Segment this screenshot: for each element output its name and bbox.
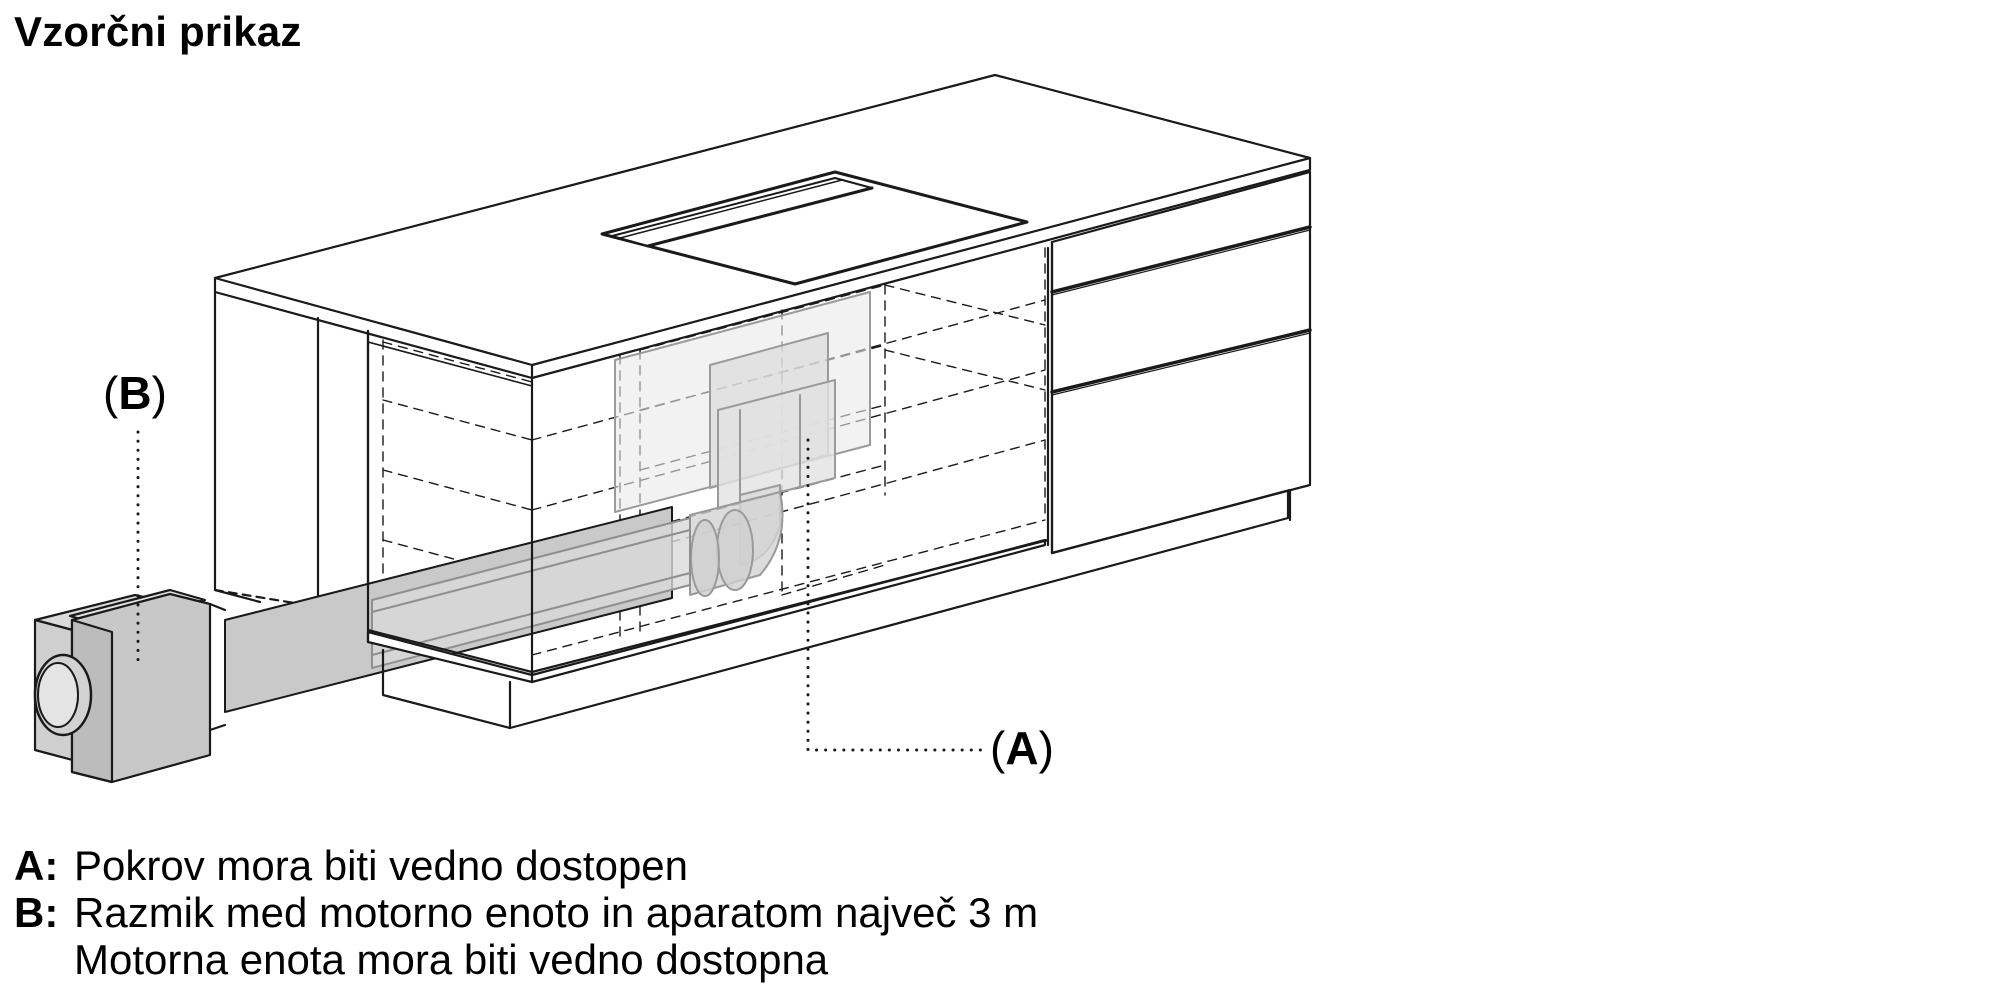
legend-text: Razmik med motorno enoto in aparatom naj… bbox=[74, 889, 1039, 936]
legend-key: B: bbox=[14, 889, 59, 936]
legend: A: Pokrov mora biti vedno dostopen B: Ra… bbox=[14, 842, 1038, 983]
callout-a-leader bbox=[806, 438, 987, 752]
flat-duct bbox=[224, 506, 691, 713]
cabinet-front-frame bbox=[366, 329, 1050, 684]
legend-item-b-continued: Motorna enota mora biti vedno dostopna bbox=[14, 936, 1038, 983]
legend-item-b: B: Razmik med motorno enoto in aparatom … bbox=[14, 889, 1038, 936]
legend-key: A: bbox=[14, 842, 59, 889]
left-end-panel bbox=[213, 290, 370, 617]
legend-item-a: A: Pokrov mora biti vedno dostopen bbox=[14, 842, 1038, 889]
motor-unit bbox=[33, 588, 227, 784]
legend-text: Pokrov mora biti vedno dostopen bbox=[74, 842, 689, 889]
page-title: Vzorčni prikaz bbox=[14, 8, 302, 55]
cooktop bbox=[600, 170, 1029, 286]
downdraft-unit-ghost bbox=[614, 291, 871, 597]
drawer-cabinet bbox=[1046, 170, 1312, 555]
callout-a-label: (A) bbox=[990, 722, 1054, 774]
legend-text: Motorna enota mora biti vedno dostopna bbox=[74, 936, 829, 983]
callout-b-label: (B) bbox=[103, 367, 167, 419]
